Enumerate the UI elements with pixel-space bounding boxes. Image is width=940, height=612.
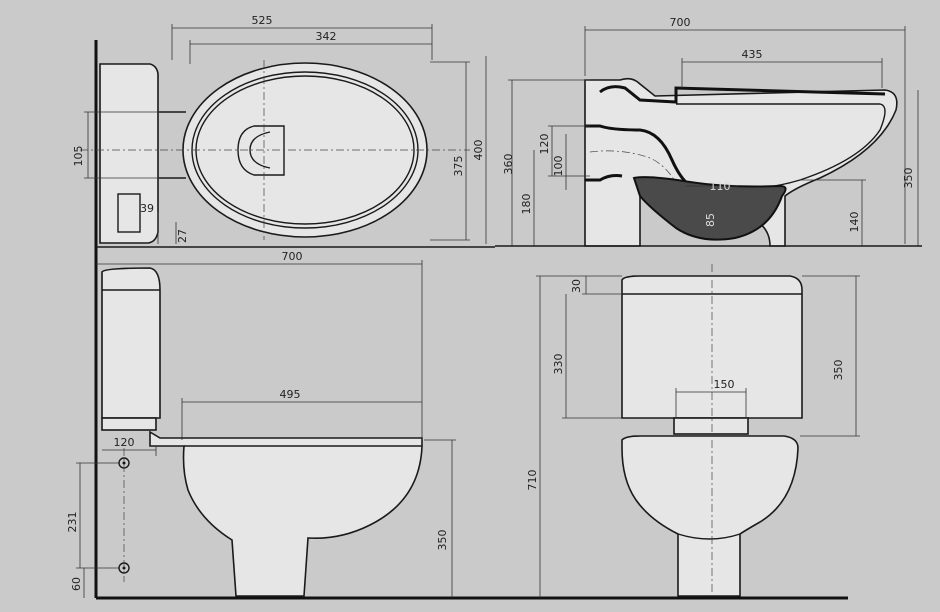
dim-front-30: 30 bbox=[570, 279, 583, 293]
dim-section-180: 180 bbox=[520, 194, 533, 215]
dim-top-375: 375 bbox=[452, 156, 465, 177]
top-view bbox=[80, 24, 487, 244]
dim-top-342: 342 bbox=[316, 30, 337, 43]
dim-front-150: 150 bbox=[714, 378, 735, 391]
dim-section-700: 700 bbox=[670, 16, 691, 29]
dim-section-85: 85 bbox=[704, 213, 717, 227]
dim-top-525: 525 bbox=[252, 14, 273, 27]
dim-section-350: 350 bbox=[902, 168, 915, 189]
dim-top-400: 400 bbox=[472, 140, 485, 161]
dim-section-140: 140 bbox=[848, 212, 861, 233]
dim-section-100: 100 bbox=[552, 156, 565, 177]
side-view bbox=[76, 260, 456, 598]
dim-section-360: 360 bbox=[502, 154, 515, 175]
dim-top-27: 27 bbox=[176, 229, 189, 243]
dim-section-435: 435 bbox=[742, 48, 763, 61]
dim-front-350: 350 bbox=[832, 360, 845, 381]
dim-side-495: 495 bbox=[280, 388, 301, 401]
front-view bbox=[536, 264, 860, 598]
dim-side-120: 120 bbox=[114, 436, 135, 449]
dim-side-60: 60 bbox=[70, 577, 83, 591]
dim-side-350: 350 bbox=[436, 530, 449, 551]
dim-section-120: 120 bbox=[538, 134, 551, 155]
dim-side-231: 231 bbox=[66, 512, 79, 533]
wall-and-floor-lines bbox=[94, 40, 848, 600]
dim-section-110: 110 bbox=[710, 180, 731, 193]
dim-side-700: 700 bbox=[282, 250, 303, 263]
dim-front-710: 710 bbox=[526, 470, 539, 491]
dim-top-105: 105 bbox=[72, 146, 85, 167]
dim-top-39: 39 bbox=[140, 202, 154, 215]
section-view bbox=[495, 26, 922, 247]
dim-front-330: 330 bbox=[552, 354, 565, 375]
